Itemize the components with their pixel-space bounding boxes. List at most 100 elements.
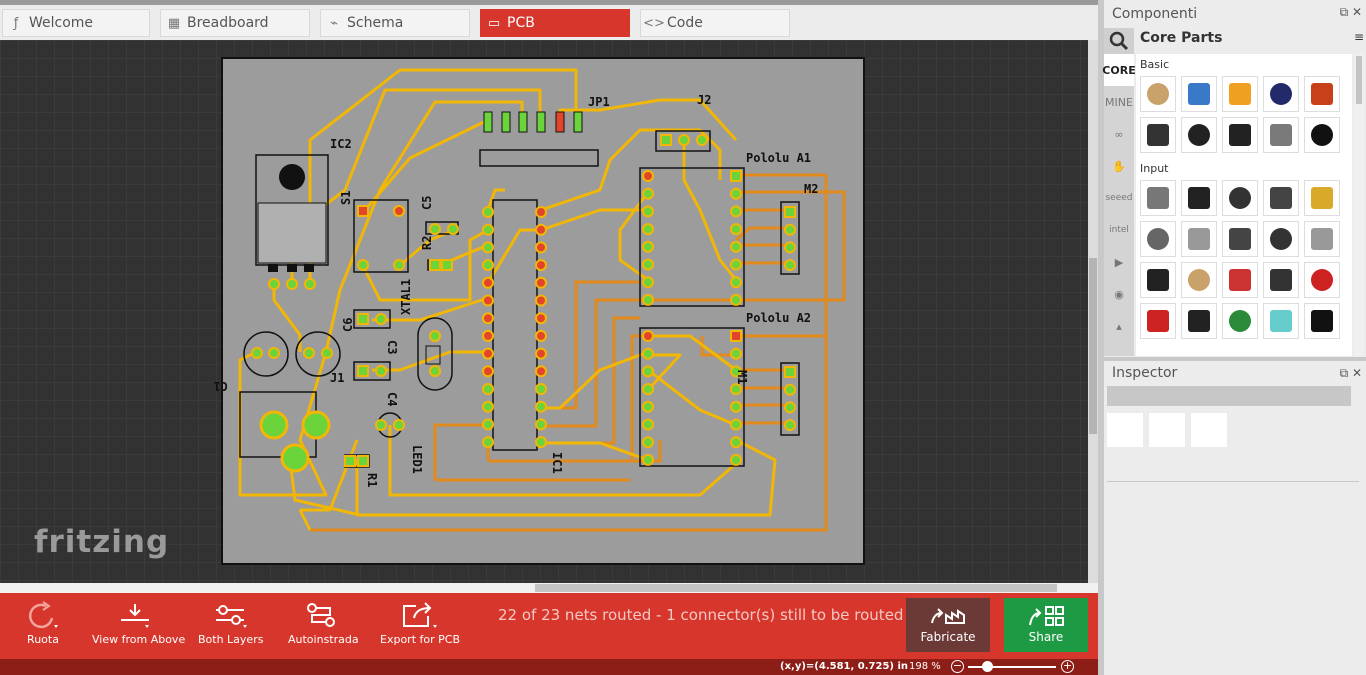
pcb-pad[interactable]: [535, 276, 547, 289]
breakout-board-part-icon[interactable]: [1304, 262, 1340, 298]
pcb-pad[interactable]: [642, 418, 654, 431]
pcb-pad[interactable]: [535, 223, 547, 236]
sparkfun-board-part-icon[interactable]: [1140, 303, 1176, 339]
pcb-canvas[interactable]: IC2 JP1 J2 Pololu A1 M2 Pololu A2 S1 C5 …: [0, 40, 1088, 583]
pnp-transistor-part-icon[interactable]: [1181, 117, 1217, 153]
pcb-pad[interactable]: [268, 347, 280, 359]
pcb-pad[interactable]: [730, 400, 742, 413]
electrolytic-capacitor-part-icon[interactable]: [1263, 76, 1299, 112]
header-part-icon[interactable]: [1263, 180, 1299, 216]
pcb-pad[interactable]: [535, 400, 547, 413]
wire-switch-part-icon[interactable]: [1181, 221, 1217, 257]
pcb-pad[interactable]: [447, 223, 459, 235]
inductor-part-icon[interactable]: [1304, 76, 1340, 112]
pcb-pad[interactable]: [784, 241, 796, 254]
pcb-pad[interactable]: [429, 259, 441, 271]
pcb-pad[interactable]: [482, 276, 494, 289]
wire-part-icon[interactable]: [1181, 262, 1217, 298]
pcb-pad[interactable]: [482, 436, 494, 449]
pcb-pad[interactable]: [482, 418, 494, 431]
green-module-part-icon[interactable]: [1222, 303, 1258, 339]
play-bin-icon[interactable]: ▶: [1114, 255, 1124, 269]
export-for-pcb-button[interactable]: Export for PCB: [380, 597, 460, 655]
zoom-slider[interactable]: [968, 661, 1056, 672]
pcb-pad[interactable]: [535, 418, 547, 431]
pcb-pads[interactable]: [251, 134, 796, 467]
pcb-pad[interactable]: [730, 223, 742, 236]
pcb-pad[interactable]: [321, 347, 333, 359]
pcb-pad[interactable]: [482, 383, 494, 395]
pcb-pad[interactable]: [642, 365, 654, 378]
pcb-pad[interactable]: [393, 259, 405, 271]
tab-schema[interactable]: ⌁ Schema: [320, 9, 470, 37]
pcb-pad[interactable]: [268, 278, 280, 290]
intel-bin-icon[interactable]: intel: [1109, 225, 1129, 235]
pcb-pad[interactable]: [730, 205, 742, 218]
pcb-pad[interactable]: [357, 313, 369, 325]
tilt-switch-part-icon[interactable]: [1304, 221, 1340, 257]
pcb-pad[interactable]: [730, 436, 742, 449]
panel-splitter[interactable]: [1104, 357, 1366, 361]
pcb-pad[interactable]: [535, 383, 547, 395]
parts-search-button[interactable]: [1104, 28, 1134, 54]
fabricate-button[interactable]: Fabricate: [906, 598, 990, 652]
pcb-pad[interactable]: [730, 240, 742, 253]
pcb-pad[interactable]: [344, 455, 356, 467]
pcb-pad[interactable]: [393, 205, 405, 217]
pcb-pad[interactable]: [730, 170, 742, 182]
pcb-pad[interactable]: [286, 278, 298, 290]
pcb-pad[interactable]: [482, 365, 494, 378]
pcb-pad[interactable]: [375, 365, 387, 377]
pcb-pad[interactable]: [730, 453, 742, 466]
c1-pads[interactable]: [259, 410, 331, 473]
pcb-pad[interactable]: [642, 453, 654, 466]
pcb-pad[interactable]: [642, 187, 654, 200]
pcb-pad[interactable]: [784, 401, 796, 414]
slide-pot-part-icon[interactable]: [1222, 180, 1258, 216]
pcb-pad[interactable]: [642, 293, 654, 306]
tab-code[interactable]: <> Code: [640, 9, 790, 37]
mystery-part-icon[interactable]: [1304, 117, 1340, 153]
parts-bin-scrollbar[interactable]: [1354, 54, 1364, 356]
pushbutton-part-icon[interactable]: [1222, 221, 1258, 257]
pcb-pad[interactable]: [696, 134, 708, 146]
rotary-encoder-part-icon[interactable]: [1140, 221, 1176, 257]
pcb-pad[interactable]: [482, 329, 494, 342]
pcb-pad[interactable]: [482, 400, 494, 413]
pcb-pad[interactable]: [482, 241, 494, 254]
pcb-pad[interactable]: [642, 276, 654, 289]
bin-tab-core[interactable]: CORE: [1102, 54, 1136, 86]
temperature-sensor-part-icon[interactable]: [1181, 303, 1217, 339]
snapshot-bin-icon[interactable]: ◉: [1114, 287, 1124, 301]
pcb-pad[interactable]: [784, 223, 796, 236]
panel-float-close-icons[interactable]: ⧉ ✕: [1339, 366, 1362, 380]
pcb-pad[interactable]: [535, 206, 547, 218]
pcb-pad[interactable]: [429, 223, 441, 235]
microphone-part-icon[interactable]: [1140, 262, 1176, 298]
pcb-pad[interactable]: [482, 259, 494, 272]
pcb-pad[interactable]: [784, 259, 796, 272]
zoom-out-icon[interactable]: −: [951, 659, 964, 673]
bin-menu-icon[interactable]: ≡: [1354, 30, 1365, 44]
pcb-pad[interactable]: [535, 365, 547, 378]
scrollbar-thumb[interactable]: [1356, 56, 1362, 104]
pcb-pad[interactable]: [441, 259, 453, 271]
canvas-horizontal-scrollbar[interactable]: [0, 583, 1098, 593]
arduino-bin-icon[interactable]: ∞: [1114, 127, 1124, 141]
both-layers-button[interactable]: Both Layers: [198, 597, 263, 655]
pcb-pad[interactable]: [784, 383, 796, 396]
pcb-pad[interactable]: [535, 312, 547, 325]
pcb-pad[interactable]: [482, 206, 494, 218]
pcb-pad[interactable]: [535, 347, 547, 360]
pcb-pad[interactable]: [642, 330, 654, 342]
pcb-pad[interactable]: [642, 223, 654, 236]
pcb-pad[interactable]: [784, 206, 796, 218]
pcb-pad[interactable]: [303, 347, 315, 359]
fet-part-icon[interactable]: [1263, 117, 1299, 153]
pcb-pad[interactable]: [730, 330, 742, 342]
pcb-pad[interactable]: [304, 278, 316, 290]
pcb-pad[interactable]: [642, 170, 654, 182]
tab-welcome[interactable]: ƒ Welcome: [2, 9, 150, 37]
panel-float-close-icons[interactable]: ⧉ ✕: [1339, 5, 1362, 19]
pcb-pad[interactable]: [357, 259, 369, 271]
